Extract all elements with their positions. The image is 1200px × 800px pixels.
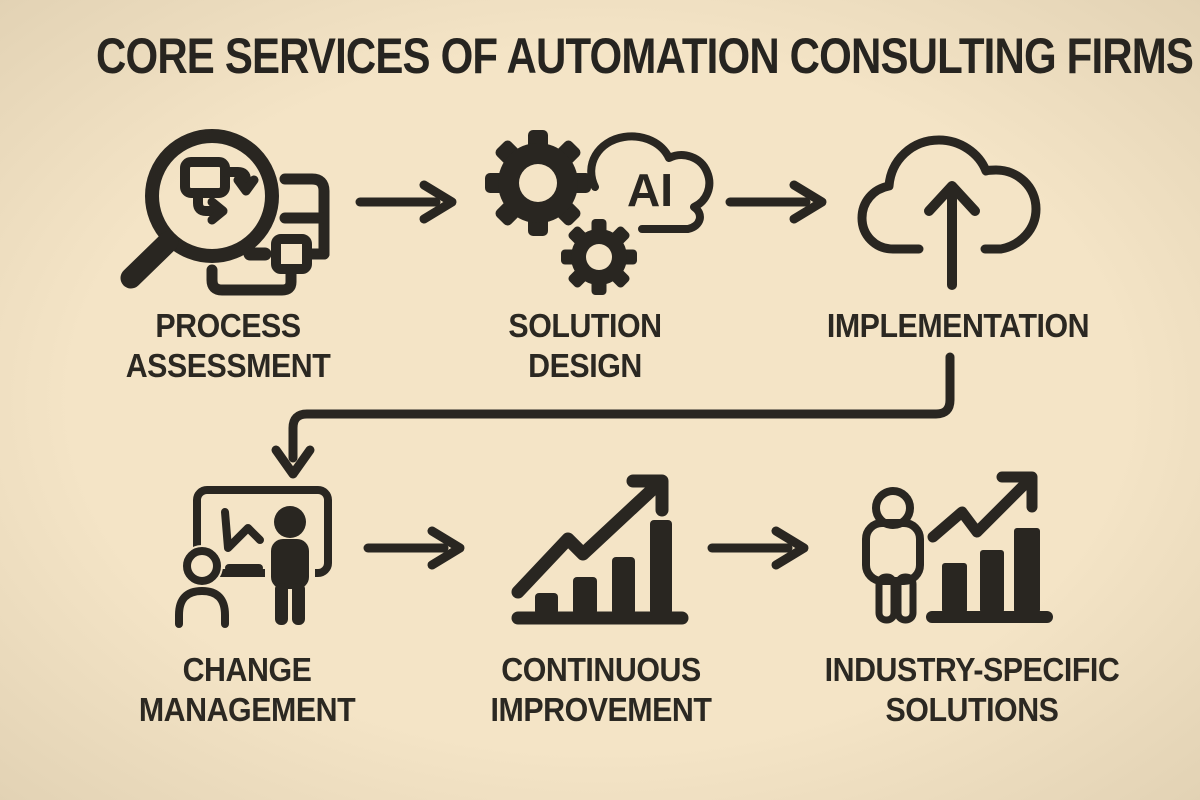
growth-arrow (511, 474, 669, 599)
page-title: CORE SERVICES OF AUTOMATION CONSULTING F… (96, 28, 1194, 84)
flowchart-document (206, 173, 330, 296)
ai-label: AI (627, 164, 673, 216)
label-change-management: CHANGE MANAGEMENT (138, 651, 356, 728)
audience-person (175, 547, 263, 628)
cloud-upload-arrow-icon (857, 135, 1041, 290)
label-process-assessment: PROCESS ASSESSMENT (125, 307, 331, 384)
cloud-outline (857, 135, 1041, 254)
large-gear (485, 130, 591, 236)
label-continuous-improvement: CONTINUOUS IMPROVEMENT (490, 651, 712, 728)
chart-bars (942, 528, 1040, 613)
chart-bars (535, 520, 672, 615)
label-implementation: IMPLEMENTATION (826, 307, 1090, 344)
arrow-change-to-continuous (363, 526, 465, 570)
label-solution-design: SOLUTION DESIGN (508, 307, 662, 384)
growth-arrow (927, 471, 1038, 543)
rising-bar-chart-arrow-icon (511, 474, 689, 625)
presenter-person (271, 506, 309, 625)
small-gear (561, 219, 637, 295)
presentation-board (193, 486, 332, 577)
arrow-continuous-to-industry (707, 526, 809, 570)
arrow-process-to-solution (355, 180, 457, 224)
magnifier-glass (120, 129, 279, 289)
flowchart-in-lens (180, 157, 259, 225)
up-arrow (924, 181, 980, 290)
label-industry-specific: INDUSTRY-SPECIFIC SOLUTIONS (824, 651, 1120, 728)
magnifier-flowchart-icon (120, 129, 330, 296)
person-growth-chart-icon (862, 471, 1053, 624)
trainer-presentation-icon (173, 486, 332, 631)
ai-cloud (587, 132, 714, 233)
industry-person (862, 487, 924, 624)
arrow-implementation-to-change (271, 352, 955, 479)
arrow-solution-to-implementation (725, 180, 827, 224)
gears-ai-cloud-icon: AI (485, 130, 714, 295)
